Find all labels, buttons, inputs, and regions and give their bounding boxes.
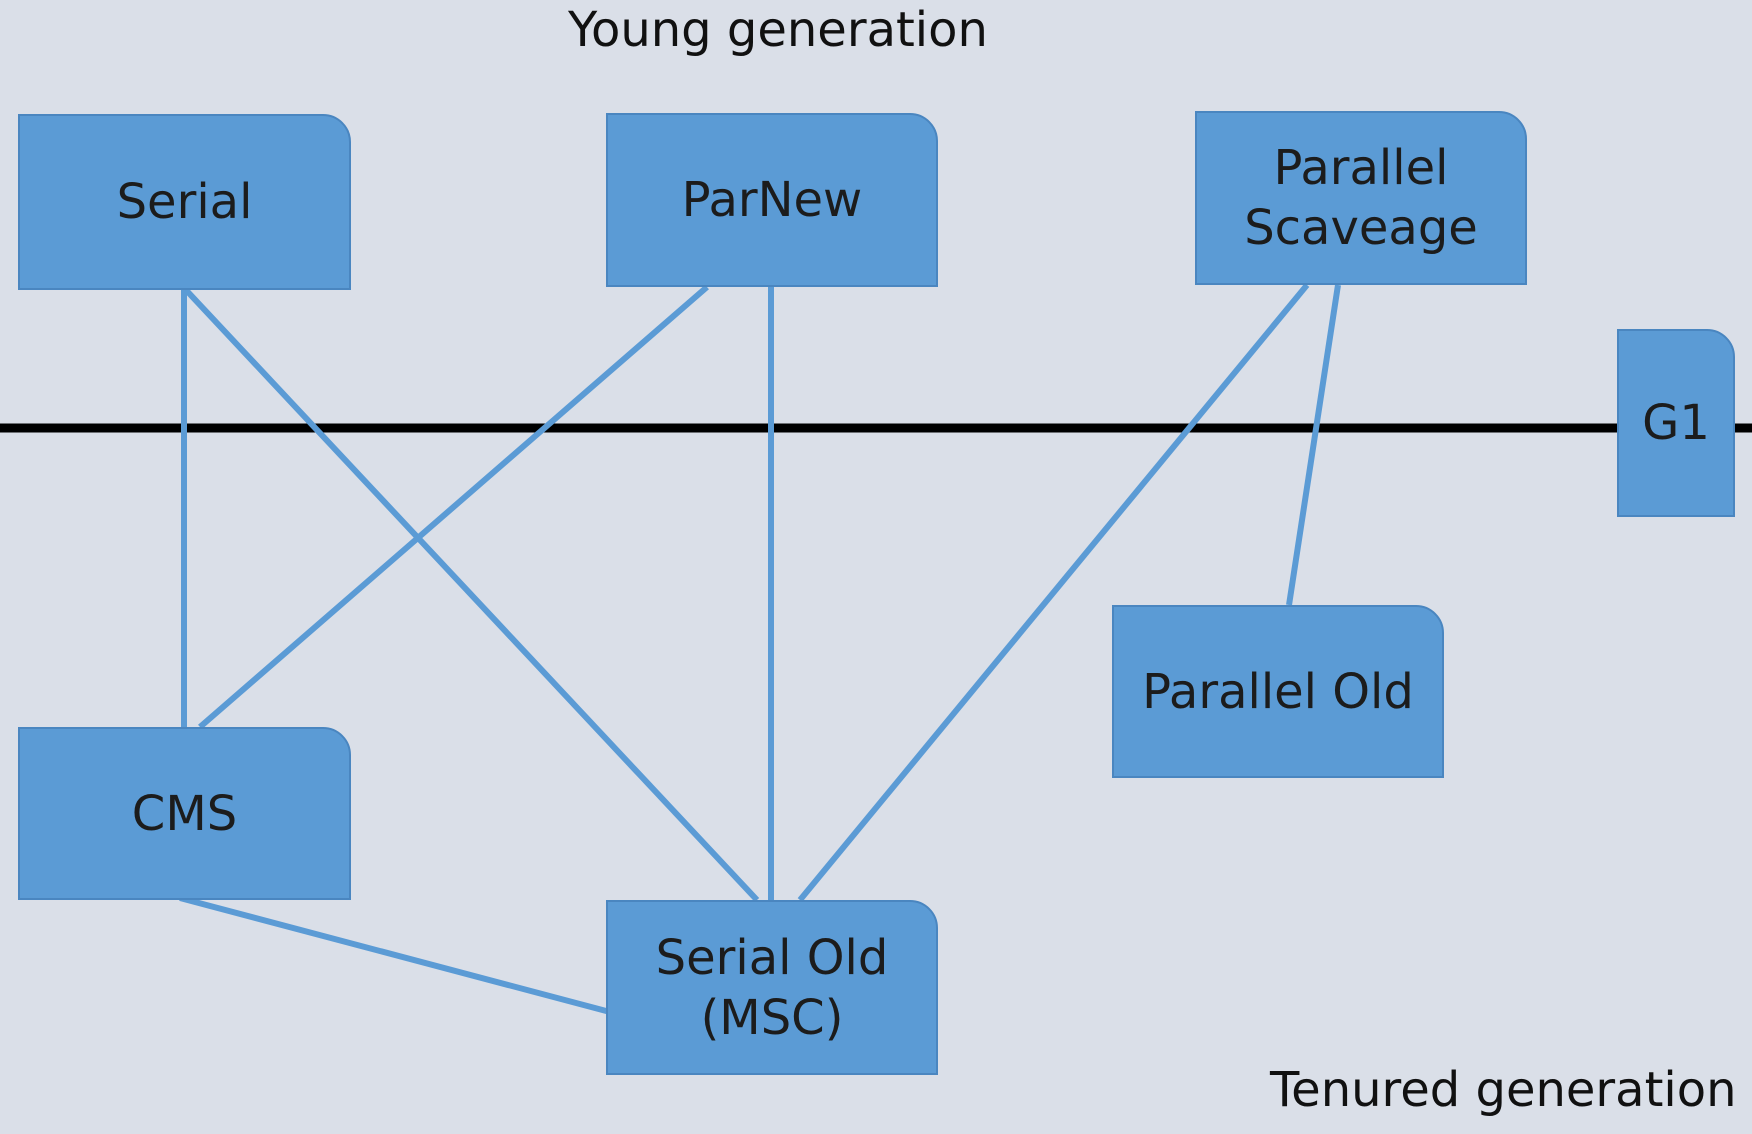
link-parallel-scavenge-parallel-old [1286, 284, 1341, 606]
parallel-old-collector-label: Parallel Old [1142, 663, 1414, 720]
parnew-collector-box: ParNew [606, 113, 938, 287]
parnew-collector-label: ParNew [681, 172, 863, 228]
link-cms-serial-old [179, 895, 611, 1015]
parallel-scavenge-collector-label: Parallel Scaveage [1244, 140, 1478, 256]
link-serial-serial-old [183, 287, 760, 903]
cms-collector-box: CMS [18, 727, 351, 900]
parallel-old-collector-box: Parallel Old [1112, 605, 1444, 778]
young-generation-label: Young generation [568, 2, 988, 58]
serial-collector-label: Serial [116, 174, 253, 230]
g1-collector-box: G1 [1617, 329, 1735, 517]
link-parallel-scavenge-serial-old [797, 283, 1310, 902]
link-parnew-cms [198, 284, 709, 730]
serial-old-collector-label: Serial Old (MSC) [655, 929, 889, 1046]
serial-collector-box: Serial [18, 114, 351, 290]
g1-collector-label: G1 [1642, 395, 1710, 451]
tenured-generation-label: Tenured generation [1270, 1062, 1737, 1118]
parallel-scavenge-collector-box: Parallel Scaveage [1195, 111, 1527, 285]
cms-collector-label: CMS [131, 785, 238, 842]
serial-old-collector-box: Serial Old (MSC) [606, 900, 938, 1075]
